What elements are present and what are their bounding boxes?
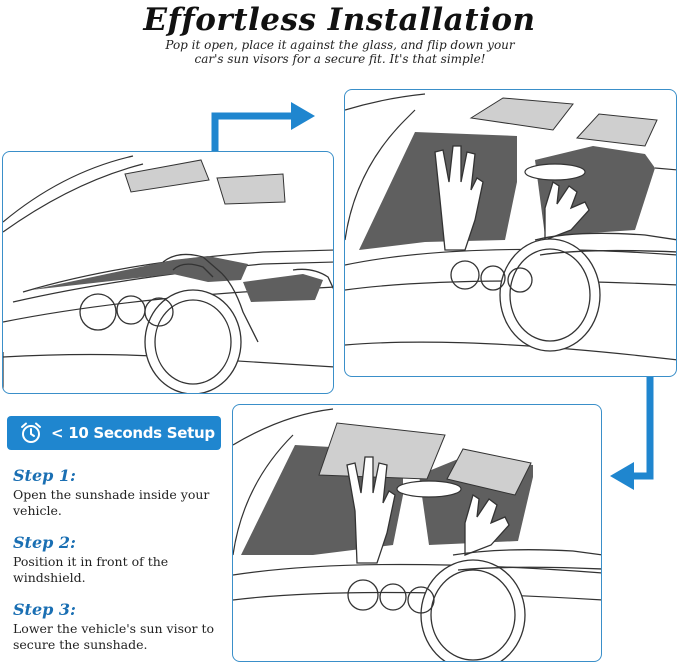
step-1-title: Step 1: — [13, 466, 76, 485]
setup-time-label: < 10 Seconds Setup — [51, 424, 215, 442]
step-2-title: Step 2: — [13, 533, 76, 552]
car-interior-sunshade-positioned-illustration — [345, 93, 676, 361]
step-3-title: Step 3: — [13, 600, 76, 619]
illustration-step-3 — [232, 404, 602, 662]
step-1-text: Open the sunshade inside your vehicle. — [13, 487, 210, 518]
step-1: Step 1: Open the sunshade inside your ve… — [13, 466, 228, 519]
setup-time-badge: < 10 Seconds Setup — [7, 416, 221, 450]
car-interior-sunshade-open-illustration — [3, 155, 333, 393]
car-interior-sun-visor-lowered-illustration — [233, 408, 601, 661]
illustration-step-1 — [2, 151, 334, 394]
step-2-text: Position it in front of the windshield. — [13, 554, 169, 585]
flow-arrow-2-to-3 — [610, 376, 654, 490]
step-3-text: Lower the vehicle's sun visor to secure … — [13, 621, 215, 652]
page-title: Effortless Installation — [143, 2, 536, 38]
page-subtitle: Pop it open, place it against the glass,… — [165, 38, 515, 66]
illustration-step-2 — [344, 89, 677, 377]
alarm-clock-icon — [21, 422, 41, 443]
flow-arrow-1-to-2 — [211, 102, 315, 154]
step-3: Step 3: Lower the vehicle's sun visor to… — [13, 600, 228, 653]
step-2: Step 2: Position it in front of the wind… — [13, 533, 228, 586]
